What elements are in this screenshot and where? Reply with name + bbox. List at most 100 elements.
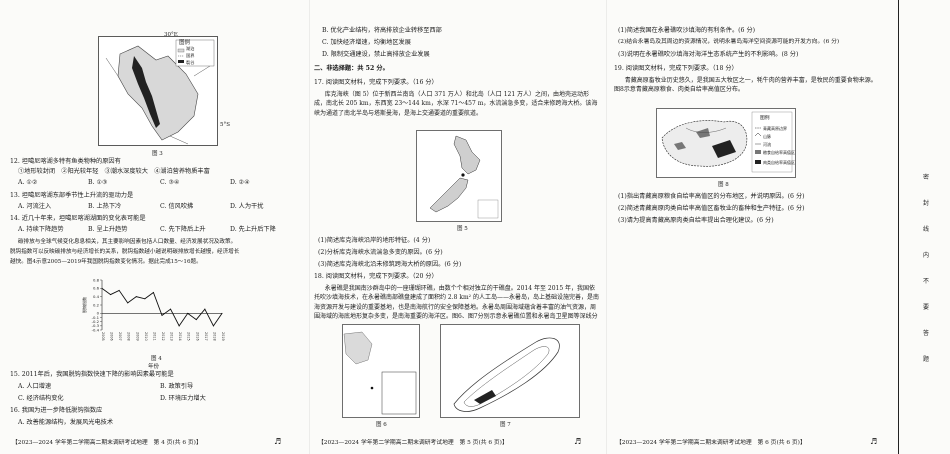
chart-data-point — [178, 325, 180, 327]
page-divider — [606, 0, 607, 454]
chart-data-point — [110, 294, 112, 296]
chart-x-tick-label: 2016 — [195, 332, 199, 341]
page-5-footer: 【2023—2024 学年第二学期高二期末调研考试地理 第 5 页(共 6 页)… — [318, 440, 508, 446]
chart-x-tick-label: 2015 — [187, 332, 191, 341]
chart-x-tick-label: 2008 — [127, 332, 131, 341]
section-heading: 二、非选择题：共 52 分。 — [314, 65, 389, 72]
figure-3-caption: 图 3 — [152, 151, 163, 157]
chart-data-point — [187, 312, 189, 314]
map-latitude-label: 5°S — [220, 122, 231, 128]
q12-option-d: D. ②④ — [230, 179, 250, 186]
figure-5-cook-strait-map — [416, 130, 502, 222]
chart-data-point — [152, 292, 154, 293]
chart-x-tick-label: 2018 — [212, 332, 216, 341]
chart-x-tick-label: 2007 — [118, 332, 122, 341]
seal-char: 密 — [922, 174, 929, 181]
exam-page-6: (1)简述我国在永暑礁吹沙填海的有利条件。(6 分) (2)结合永暑岛及其周边的… — [612, 8, 882, 448]
legend-rift: 裂谷 — [186, 60, 195, 65]
q19-part-3: (3)请为提高青藏高原肉类自给率提出合理化建议。(6 分) — [618, 217, 774, 224]
seal-char: 线 — [922, 226, 929, 233]
chart-y-tick-label: 0 — [97, 311, 100, 316]
chart-y-tick-label: 0.4 — [93, 294, 100, 299]
intro-text-line-2: 脱钩指数可以反映碳排放与经济增长的关系，脱钩指数越小越说明碳排放增长越慢，经济增… — [10, 249, 240, 255]
question-17: 17. 阅读图文材料，完成下列要求。（16 分） — [314, 79, 438, 86]
question-16: 16. 我国为进一步降低脱钩指数应 — [10, 407, 103, 414]
page-divider — [309, 0, 310, 454]
figure-3-lake-map — [98, 36, 218, 146]
chart-y-tick-label: -0.4 — [92, 327, 100, 332]
q17-part-1: (1)简述库克海峡沿岸的地形特征。(4 分) — [318, 237, 431, 244]
exam-page-4: 30°E 5°S 图例 湖泊 国界 裂谷 图 3 12. 坦噶尼喀湖多特有鱼类物… — [8, 8, 308, 448]
q15-option-b: B. 政策引导 — [160, 383, 194, 390]
page-4-footer: 【2023—2024 学年第二学期高二期末调研考试地理 第 4 页(共 6 页)… — [12, 440, 202, 446]
q14-option-d: D. 先上升后下降 — [230, 226, 276, 233]
legend-title: 图例 — [179, 40, 191, 46]
figure-6-caption: 图 6 — [376, 422, 387, 428]
chart-x-tick-label: 2017 — [204, 332, 208, 341]
chart-data-point — [204, 308, 206, 310]
chart-y-tick-label: 0.8 — [93, 277, 100, 282]
seal-line-strip: 密 封 线 内 不 要 答 题 — [898, 0, 950, 454]
q18-part-1: (1)简述我国在永暑礁吹沙填海的有利条件。(6 分) — [618, 27, 756, 34]
q12-option-b: B. ①③ — [88, 179, 108, 186]
chart-x-tick-label: 2010 — [144, 332, 148, 341]
chart-data-point — [221, 312, 223, 314]
chart-y-axis-label: 脱钩指数 — [81, 297, 87, 313]
seal-char: 题 — [922, 356, 929, 363]
q18-part-2: (2)结合永暑岛及其周边的资源情况，说明永暑岛海洋空间资源可能的开发方向。(6 … — [618, 39, 840, 45]
intro-text-line-1: 碳排放与全球气候变化息息相关，其主要影响因素包括人口数量、经济发展状况及政策。 — [18, 239, 237, 245]
q16-option-d: D. 限制交通建设，禁止高排放企业发展 — [322, 51, 430, 58]
seal-char: 要 — [922, 304, 929, 311]
question-18: 18. 阅读图文材料，完成下列要求。（20 分） — [314, 273, 438, 280]
chart-data-point — [127, 302, 129, 304]
chart-x-axis-label: 年份 — [148, 364, 160, 370]
question-18-material: 永暑礁是我国南沙群岛中的一座珊瑚环礁，由数个个相对独立的干礁盘。2014 年至 … — [314, 285, 599, 321]
page-6-footer: 【2023—2024 学年第二学期高二期末调研考试地理 第 6 页(共 6 页)… — [616, 440, 806, 446]
intro-text-line-3: 越快。图4示意2005—2019年我国脱钩指数变化情况。据此完成15～16题。 — [10, 259, 202, 265]
chart-y-tick-label: -0.1 — [92, 315, 100, 320]
chart-data-point — [161, 314, 163, 316]
figure-4-caption: 图 4 — [151, 356, 162, 362]
chart-data-point — [212, 325, 214, 327]
question-14: 14. 近几十年来，坦噶尼喀湖湖面的变化表可能是 — [10, 215, 146, 222]
legend-lake: 湖泊 — [186, 46, 195, 51]
chart-x-tick-label: 2011 — [152, 332, 156, 341]
seal-char: 答 — [922, 330, 929, 337]
q12-option-c: C. ③④ — [160, 179, 180, 186]
exam-page-5: B. 优化产业结构，将高排放企业转移至西部 C. 加快经济增速，均衡地区发展 D… — [312, 8, 602, 448]
chart-y-tick-label: 0.6 — [93, 286, 100, 291]
question-19: 19. 阅读图文材料，完成下列要求。（18 分） — [614, 65, 738, 72]
q13-option-b: B. 上热下冷 — [88, 203, 122, 210]
chart-x-tick-label: 2012 — [161, 332, 165, 341]
q19-part-1: (1)指出青藏高原粮食自给率高值区的分布地区，并说明原因。(6 分) — [618, 193, 805, 200]
figure-5-caption: 图 5 — [457, 226, 468, 232]
q12-option-a: A. ①② — [18, 179, 38, 186]
fig8-legend-mountain: 山脉 — [763, 134, 771, 139]
chart-data-point — [144, 298, 146, 300]
map-longitude-label: 30°E — [164, 32, 178, 38]
seal-char: 内 — [922, 252, 929, 259]
q16-option-a: A. 改善能源结构，发展风光电技术 — [18, 419, 114, 426]
chart-x-tick-label: 2005 — [101, 332, 105, 341]
q16-option-c: C. 加快经济增速，均衡地区发展 — [322, 39, 411, 46]
fig8-legend-river: 河流 — [763, 142, 771, 147]
q14-option-c: C. 先下降后上升 — [160, 226, 206, 233]
figure-8-caption: 图 8 — [718, 182, 729, 188]
chart-series-line — [101, 287, 223, 327]
q14-option-a: A. 持续下降趋势 — [18, 226, 64, 233]
sheet-mark-icon: ♬ — [574, 437, 582, 446]
fig8-legend-boundary: 青藏高原边界 — [763, 126, 787, 131]
seal-char: 封 — [922, 200, 929, 207]
q15-option-d: D. 环境压力增大 — [160, 395, 206, 402]
fig8-legend-title: 图例 — [760, 116, 770, 121]
q14-option-b: B. 呈上升趋势 — [88, 226, 128, 233]
chart-data-point — [101, 287, 103, 289]
sheet-mark-icon: ♬ — [870, 437, 878, 446]
chart-x-tick-label: 2009 — [135, 332, 139, 341]
figure-6-location-map — [342, 324, 420, 418]
question-13: 13. 坦噶尼喀湖东部季节性上升流的驱动力是 — [10, 192, 134, 199]
chart-y-tick-label: -0.3 — [92, 323, 100, 328]
q16-option-b: B. 优化产业结构，将高排放企业转移至西部 — [322, 27, 442, 34]
question-12: 12. 坦噶尼喀湖多特有鱼类物种的原因有 — [10, 158, 121, 165]
